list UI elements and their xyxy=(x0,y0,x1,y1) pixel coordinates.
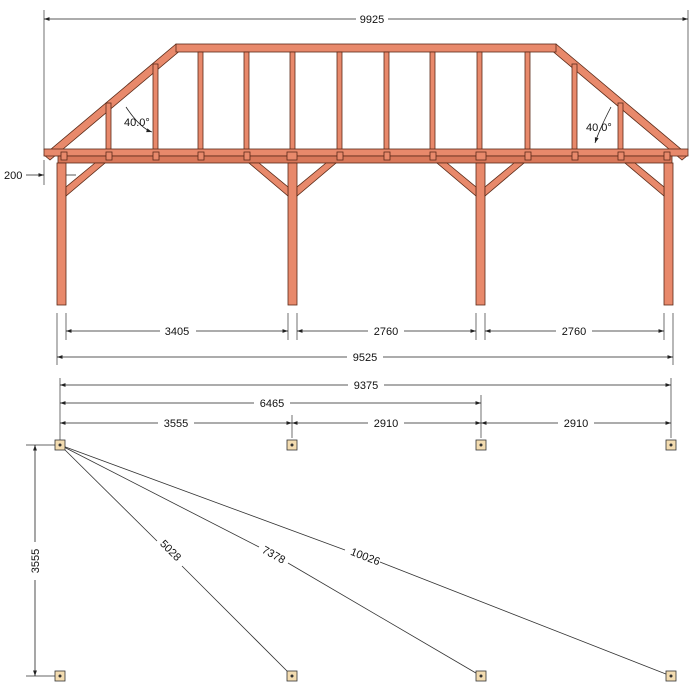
right-angle-label: 40.0° xyxy=(586,122,612,134)
plan-overall-label: 9375 xyxy=(354,380,378,392)
posts xyxy=(56,162,674,306)
post-3 xyxy=(475,162,486,306)
left-angle-mark: 40.0° xyxy=(124,106,153,133)
post-2 xyxy=(287,162,298,306)
roof-studs xyxy=(105,51,624,151)
pad-back-1 xyxy=(54,670,66,682)
plan-depth-label: 3555 xyxy=(30,549,42,573)
plan-depth-dimension: 3555 xyxy=(26,444,55,677)
diagonal-1-label: 5028 xyxy=(157,538,183,564)
overhang-label: 200 xyxy=(4,170,22,182)
post-4 xyxy=(663,162,674,306)
knee-braces xyxy=(65,162,665,197)
pad-front-1 xyxy=(54,439,66,451)
post-total-dimension: 9525 xyxy=(56,313,674,365)
pad-front-3 xyxy=(475,439,487,451)
diagonal-3-label: 10026 xyxy=(349,546,382,568)
left-angle-label: 40.0° xyxy=(124,117,150,129)
spacing-3-label: 2760 xyxy=(562,326,586,338)
diagonal-lines: 5028 7378 10026 xyxy=(59,444,672,677)
beam-blocks xyxy=(60,151,671,161)
pad-back-3 xyxy=(475,670,487,682)
pad-front-2 xyxy=(286,439,298,451)
ridge-beam xyxy=(175,43,557,53)
overall-width-label: 9925 xyxy=(360,14,384,26)
spacing-2-label: 2760 xyxy=(374,326,398,338)
post-spacing-dimensions: 3405 2760 2760 xyxy=(65,313,665,340)
left-hip-rafter xyxy=(43,43,183,161)
plan-spacing-1-label: 3555 xyxy=(164,418,188,430)
foundation-pads xyxy=(54,439,677,682)
pad-front-4 xyxy=(665,439,677,451)
foundation-plan: 9375 6465 3555 2910 2910 3555 xyxy=(26,378,677,682)
post-1 xyxy=(56,162,67,306)
post-total-label: 9525 xyxy=(353,352,377,364)
plan-spacing-2-label: 2910 xyxy=(374,418,398,430)
pad-back-4 xyxy=(665,670,677,682)
diagonal-2-label: 7378 xyxy=(260,544,287,566)
plan-spacing-3-label: 2910 xyxy=(564,418,588,430)
pad-back-2 xyxy=(286,670,298,682)
spacing-1-label: 3405 xyxy=(165,326,189,338)
plan-partial-label: 6465 xyxy=(260,398,284,410)
eave-beam xyxy=(43,148,689,164)
roof-frame: 40.0° 40.0° xyxy=(43,43,689,161)
elevation-view: 9925 xyxy=(4,10,689,365)
plan-spacing-dimensions: 3555 2910 2910 xyxy=(59,418,671,430)
overall-width-dimension: 9925 xyxy=(43,10,689,150)
plan-overall-dimension: 9375 xyxy=(59,380,671,392)
right-angle-mark: 40.0° xyxy=(586,106,612,144)
plan-partial-dimension: 6465 xyxy=(59,398,481,410)
